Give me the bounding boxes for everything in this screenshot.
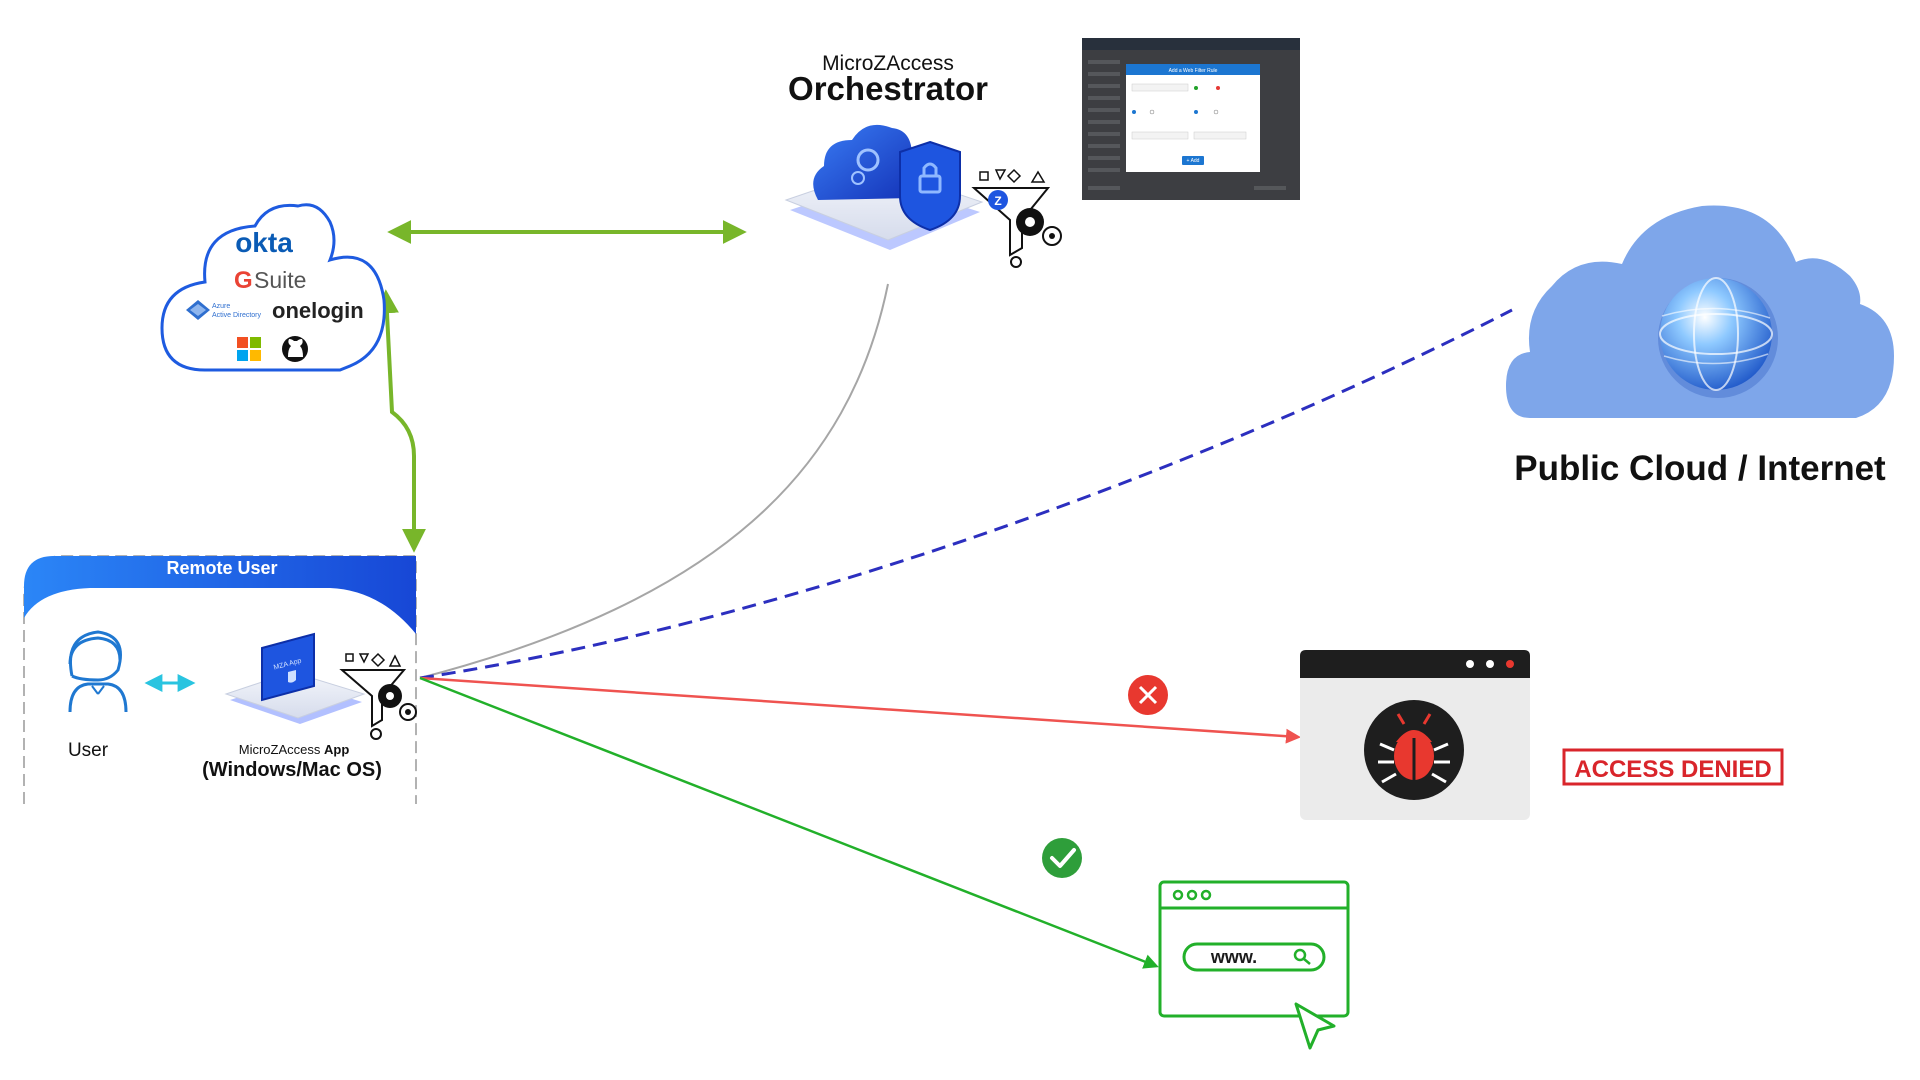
user-icon <box>68 630 128 713</box>
access-denied-stamp: ACCESS DENIED <box>1562 748 1784 786</box>
allowed-check-icon <box>1042 838 1082 878</box>
window-dot-1 <box>1466 660 1474 668</box>
azure-ad-icon <box>186 300 210 320</box>
gsuite-word: Suite <box>254 267 306 293</box>
idp-user-arrow <box>374 289 426 553</box>
shield-lock-icon <box>899 140 961 232</box>
globe-icon <box>1658 277 1778 398</box>
onelogin-logo: onelogin <box>272 298 364 323</box>
azure-line2: Active Directory <box>212 312 262 319</box>
public-cloud-label: Public Cloud / Internet <box>1514 449 1886 488</box>
orchestrator-cloud-icon <box>813 124 912 200</box>
z-badge: Z <box>994 194 1001 208</box>
web-filter-screenshot: Add a Web Filter Rule + Add <box>1082 38 1300 200</box>
github-icon <box>282 336 308 362</box>
remote-user-panel: Remote User User MZA App <box>23 555 417 804</box>
search-icon <box>1293 948 1311 965</box>
url-bar <box>1182 942 1326 972</box>
allowed-line <box>419 676 1159 969</box>
app-name: MicroZAccess App <box>239 742 350 757</box>
add-web-filter-dialog: Add a Web Filter Rule + Add <box>1126 64 1260 172</box>
blocked-x-icon <box>1128 675 1168 715</box>
orchestrator-title: Orchestrator <box>788 70 988 107</box>
window-dot-3 <box>1506 660 1514 668</box>
idp-cloud-outline <box>160 203 386 372</box>
filter-funnel-icon: Z <box>971 168 1062 268</box>
azure-line1: Azure <box>212 303 230 310</box>
blocked-line <box>419 676 1301 744</box>
app-filter-icon <box>339 652 417 740</box>
okta-logo: okta <box>235 227 293 258</box>
tunnel-line <box>419 308 1513 680</box>
orchestrator-app-line <box>419 283 889 679</box>
url-text: www. <box>1210 947 1257 967</box>
screenshot-table-rows <box>1088 60 1286 190</box>
allowed-site-window: www. <box>1158 880 1350 1050</box>
bug-icon <box>1364 700 1464 800</box>
dialog-title: Add a Web Filter Rule <box>1169 68 1218 74</box>
access-denied-text: ACCESS DENIED <box>1574 756 1771 783</box>
dialog-add-button: + Add <box>1187 158 1200 164</box>
remote-user-header <box>24 556 416 634</box>
public-cloud-node: Public Cloud / Internet <box>1506 205 1894 488</box>
app-word: App <box>324 742 349 757</box>
window-dot-2 <box>1486 660 1494 668</box>
malicious-site-window <box>1300 650 1530 820</box>
connection-lines <box>374 220 1513 969</box>
orchestrator-node: MicroZAccess Orchestrator Z <box>784 52 1062 268</box>
remote-user-title: Remote User <box>166 558 277 578</box>
microsoft-icon <box>237 337 261 361</box>
app-brand: MicroZAccess <box>239 742 321 757</box>
user-label: User <box>68 740 109 761</box>
app-platform: (Windows/Mac OS) <box>202 759 382 781</box>
gsuite-g: G <box>234 267 253 294</box>
cursor-icon <box>1294 1002 1336 1050</box>
identity-provider-cloud: okta G Suite Azure Active Directory onel… <box>160 203 386 372</box>
orchestrator-brand: MicroZAccess <box>822 52 954 75</box>
laptop-icon: MZA App <box>261 632 315 702</box>
